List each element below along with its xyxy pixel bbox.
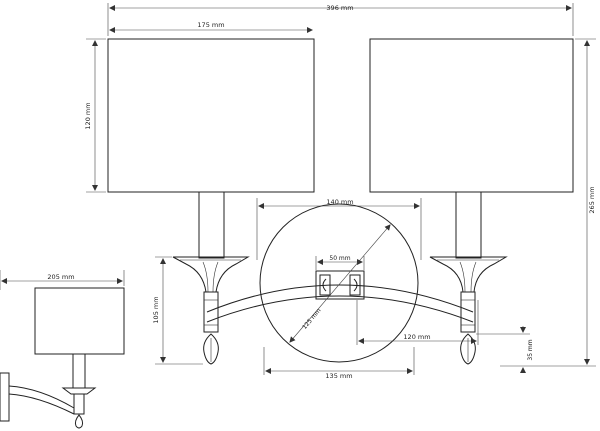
dim-side-depth: 205 mm [47,273,74,281]
wall-backplate [259,203,419,363]
dim-shade-height: 120 mm [84,102,92,129]
side-view [0,287,125,429]
right-candle-holder [429,191,508,365]
dim-total-width: 396 mm [326,4,353,12]
dim-backplate-diameter: 125 mm [301,307,323,331]
right-lamp-shade [369,38,574,193]
dim-arm-height: 105 mm [152,296,160,323]
left-candle-holder [172,191,250,365]
side-view-shade [34,287,125,355]
dim-backplate-width: 135 mm [325,372,352,380]
dim-bracket-width: 50 mm [329,255,350,262]
dim-finial-height: 35 mm [527,339,534,360]
dim-arm-drop: 120 mm [403,333,430,341]
dim-backplate-height: 140 mm [326,198,353,206]
curved-arm [206,284,474,323]
dim-total-height: 265 mm [588,186,596,213]
left-lamp-shade [107,38,315,193]
dim-shade-width: 175 mm [197,21,224,29]
